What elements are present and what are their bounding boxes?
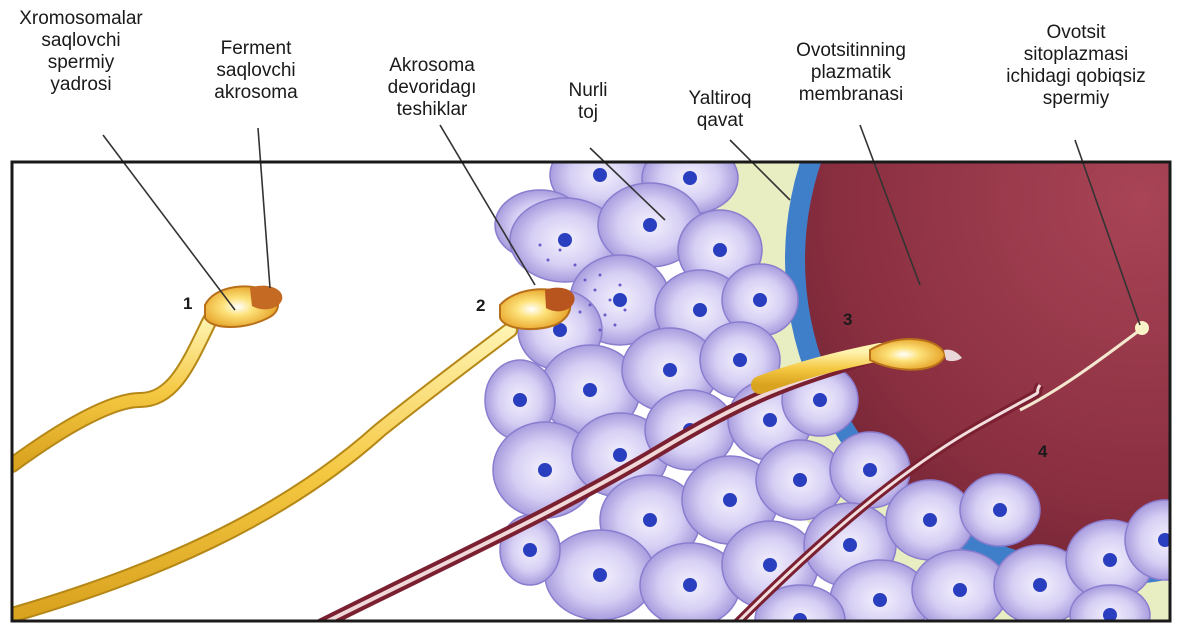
follicle-cell-nucleus [953, 583, 967, 597]
follicle-cell-nucleus [693, 303, 707, 317]
follicle-cell-nucleus [733, 353, 747, 367]
follicle-cell-nucleus [583, 383, 597, 397]
follicle-cell-nucleus [863, 463, 877, 477]
follicle-cell-nucleus [813, 393, 827, 407]
follicle-cell-nucleus [1033, 578, 1047, 592]
follicle-cell-nucleus [713, 243, 727, 257]
follicle-cell-nucleus [1103, 553, 1117, 567]
stage-number-2: 2 [476, 296, 485, 316]
follicle-cell-nucleus [593, 568, 607, 582]
follicle-cell-nucleus [613, 293, 627, 307]
follicle-cell-nucleus [723, 493, 737, 507]
follicle-cell-nucleus [923, 513, 937, 527]
follicle-cell-nucleus [753, 293, 767, 307]
naked-sperm-head [1135, 321, 1149, 335]
follicle-cell-nucleus [763, 413, 777, 427]
follicle-cell-nucleus [663, 363, 677, 377]
stage-number-3: 3 [843, 310, 852, 330]
follicle-cell-nucleus [643, 218, 657, 232]
stage-number-1: 1 [183, 294, 192, 314]
follicle-cell-nucleus [683, 171, 697, 185]
follicle-cell-nucleus [873, 593, 887, 607]
follicle-cell-nucleus [558, 233, 572, 247]
follicle-cell-nucleus [538, 463, 552, 477]
follicle-cell-nucleus [643, 513, 657, 527]
stage-number-4: 4 [1038, 442, 1047, 462]
follicle-cell-nucleus [843, 538, 857, 552]
follicle-cell-nucleus [523, 543, 537, 557]
sperm-3-head [870, 339, 945, 370]
follicle-cell-nucleus [613, 448, 627, 462]
follicle-cell-nucleus [793, 473, 807, 487]
follicle-cell-nucleus [513, 393, 527, 407]
follicle-cell-nucleus [993, 503, 1007, 517]
follicle-cell-nucleus [683, 578, 697, 592]
follicle-cell-nucleus [763, 558, 777, 572]
follicle-cell-nucleus [593, 168, 607, 182]
